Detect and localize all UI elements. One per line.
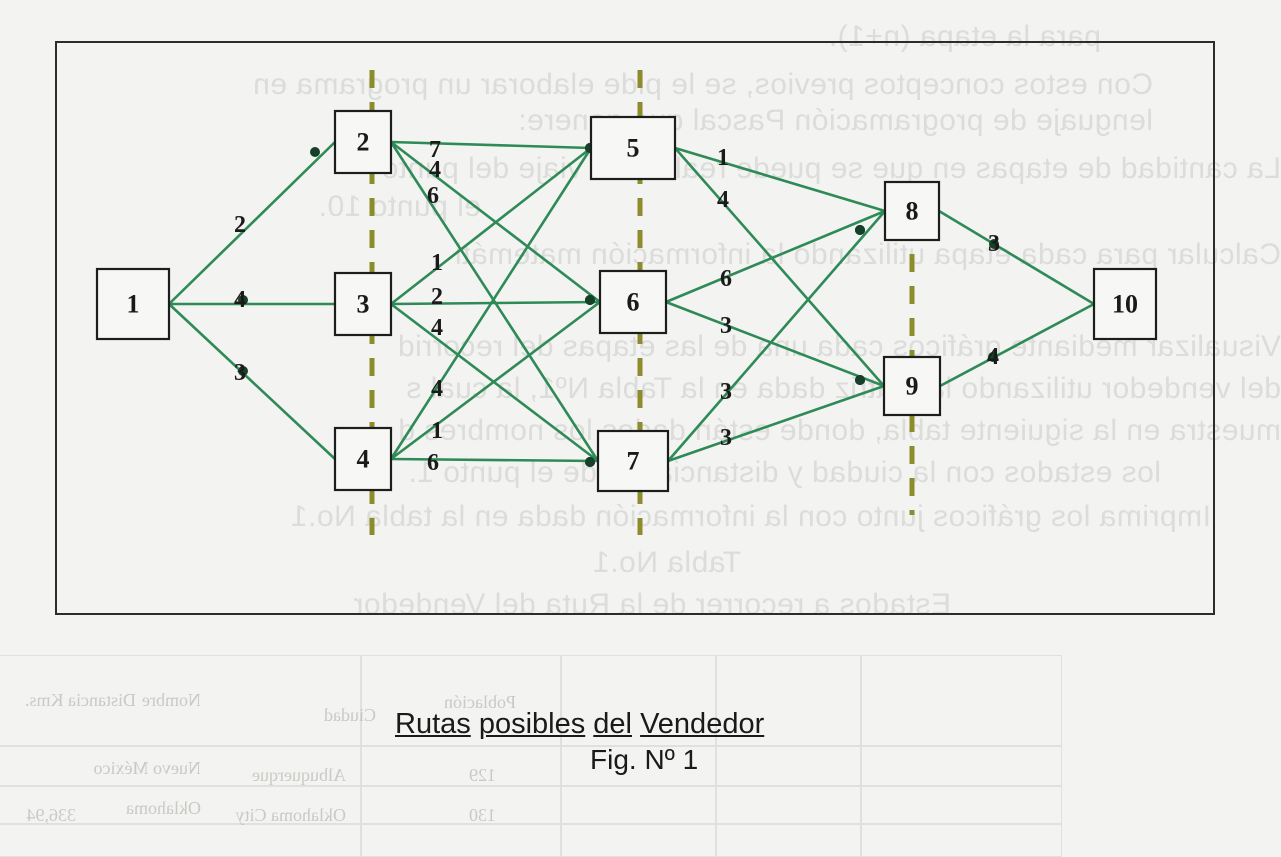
diagram-frame <box>55 41 1215 615</box>
node-1: 1 <box>95 267 171 341</box>
edge-3-5 <box>390 146 592 306</box>
edge-weight-label: 3 <box>720 313 732 339</box>
edge-5-9 <box>674 147 885 387</box>
node-9: 9 <box>882 355 942 417</box>
edge-weight-label: 6 <box>427 450 439 476</box>
edge-weight-label: 3 <box>234 360 246 386</box>
edge-weight-label: 4 <box>431 376 443 402</box>
edge-6-8 <box>665 209 886 304</box>
node-label: 7 <box>627 447 640 476</box>
edge-weight-label: 2 <box>234 212 246 238</box>
node-6: 6 <box>598 269 668 335</box>
node-8: 8 <box>883 180 941 242</box>
edge-weight-label: 3 <box>988 231 1000 257</box>
caption-word: Vendedor <box>640 708 765 740</box>
edge-arrowhead <box>855 225 865 235</box>
node-label: 8 <box>906 197 919 226</box>
node-4: 4 <box>333 426 393 492</box>
node-box-outline <box>333 426 393 492</box>
node-2: 2 <box>333 109 393 175</box>
edge-4-5 <box>389 147 593 460</box>
node-10: 10 <box>1092 267 1158 341</box>
node-box-outline <box>589 115 677 181</box>
edge-arrowhead <box>585 295 595 305</box>
edge-arrowhead <box>238 366 248 376</box>
edge-3-6 <box>390 300 601 306</box>
edge-weight-label: 6 <box>720 266 732 292</box>
edge-7-8 <box>667 210 886 462</box>
edge-weight-label: 3 <box>720 379 732 405</box>
edge-weight-label: 1 <box>717 145 729 171</box>
edge-weight-label: 7 <box>429 137 441 163</box>
edge-2-5 <box>390 140 592 150</box>
node-box-outline <box>333 109 393 175</box>
node-label: 4 <box>357 445 370 474</box>
edge-arrowhead <box>988 352 998 362</box>
caption-word: posibles <box>478 708 586 740</box>
edge-arrowhead <box>855 375 865 385</box>
node-label: 3 <box>357 290 370 319</box>
node-box-outline <box>883 180 941 242</box>
node-7: 7 <box>596 429 670 493</box>
edge-weight-label: 4 <box>987 344 999 370</box>
edge-9-10 <box>939 302 1095 388</box>
edge-8-10 <box>938 209 1095 306</box>
caption-word: Rutas <box>395 708 471 740</box>
edge-weight-label: 1 <box>431 418 443 444</box>
edge-4-6 <box>390 300 601 461</box>
edge-weight-label: 1 <box>431 250 443 276</box>
edge-weight-label: 6 <box>427 183 439 209</box>
edge-weight-label: 4 <box>431 315 443 341</box>
edge-weight-label: 4 <box>429 157 441 183</box>
edge-5-8 <box>674 146 886 213</box>
node-box-outline <box>596 429 670 493</box>
edge-arrowhead <box>238 295 248 305</box>
edge-1-2 <box>168 141 336 305</box>
node-3: 3 <box>333 271 393 337</box>
figure-number: Fig. Nº 1 <box>590 744 699 775</box>
edge-1-4 <box>168 303 336 460</box>
node-label: 2 <box>357 128 370 157</box>
node-box-outline <box>333 271 393 337</box>
edge-arrowhead <box>585 457 595 467</box>
node-box-outline <box>882 355 942 417</box>
nodes: 1 2 3 4 5 6 7 8 9 10 <box>95 109 1158 493</box>
edge-2-7 <box>389 141 600 462</box>
edges <box>168 140 1095 467</box>
edge-6-9 <box>665 300 885 388</box>
node-label: 9 <box>906 372 919 401</box>
figure-caption: Rutas posibles del Vendedor <box>395 708 875 741</box>
edge-weight-label: 2 <box>431 284 443 310</box>
edge-7-9 <box>667 384 885 463</box>
node-5: 5 <box>589 115 677 181</box>
edge-weight-label: 3 <box>720 425 732 451</box>
node-label: 1 <box>127 290 140 319</box>
node-label: 5 <box>627 134 640 163</box>
edge-weight-label: 4 <box>717 187 729 213</box>
edge-arrowhead <box>310 147 320 157</box>
edge-4-7 <box>390 457 599 463</box>
node-label: 6 <box>627 288 640 317</box>
node-box-outline <box>598 269 668 335</box>
edge-arrowhead <box>989 239 999 249</box>
node-box-outline <box>1092 267 1158 341</box>
node-label: 10 <box>1112 290 1138 319</box>
edge-weight-label: 4 <box>234 287 246 313</box>
caption-word: del <box>593 708 632 740</box>
node-box-outline <box>95 267 171 341</box>
